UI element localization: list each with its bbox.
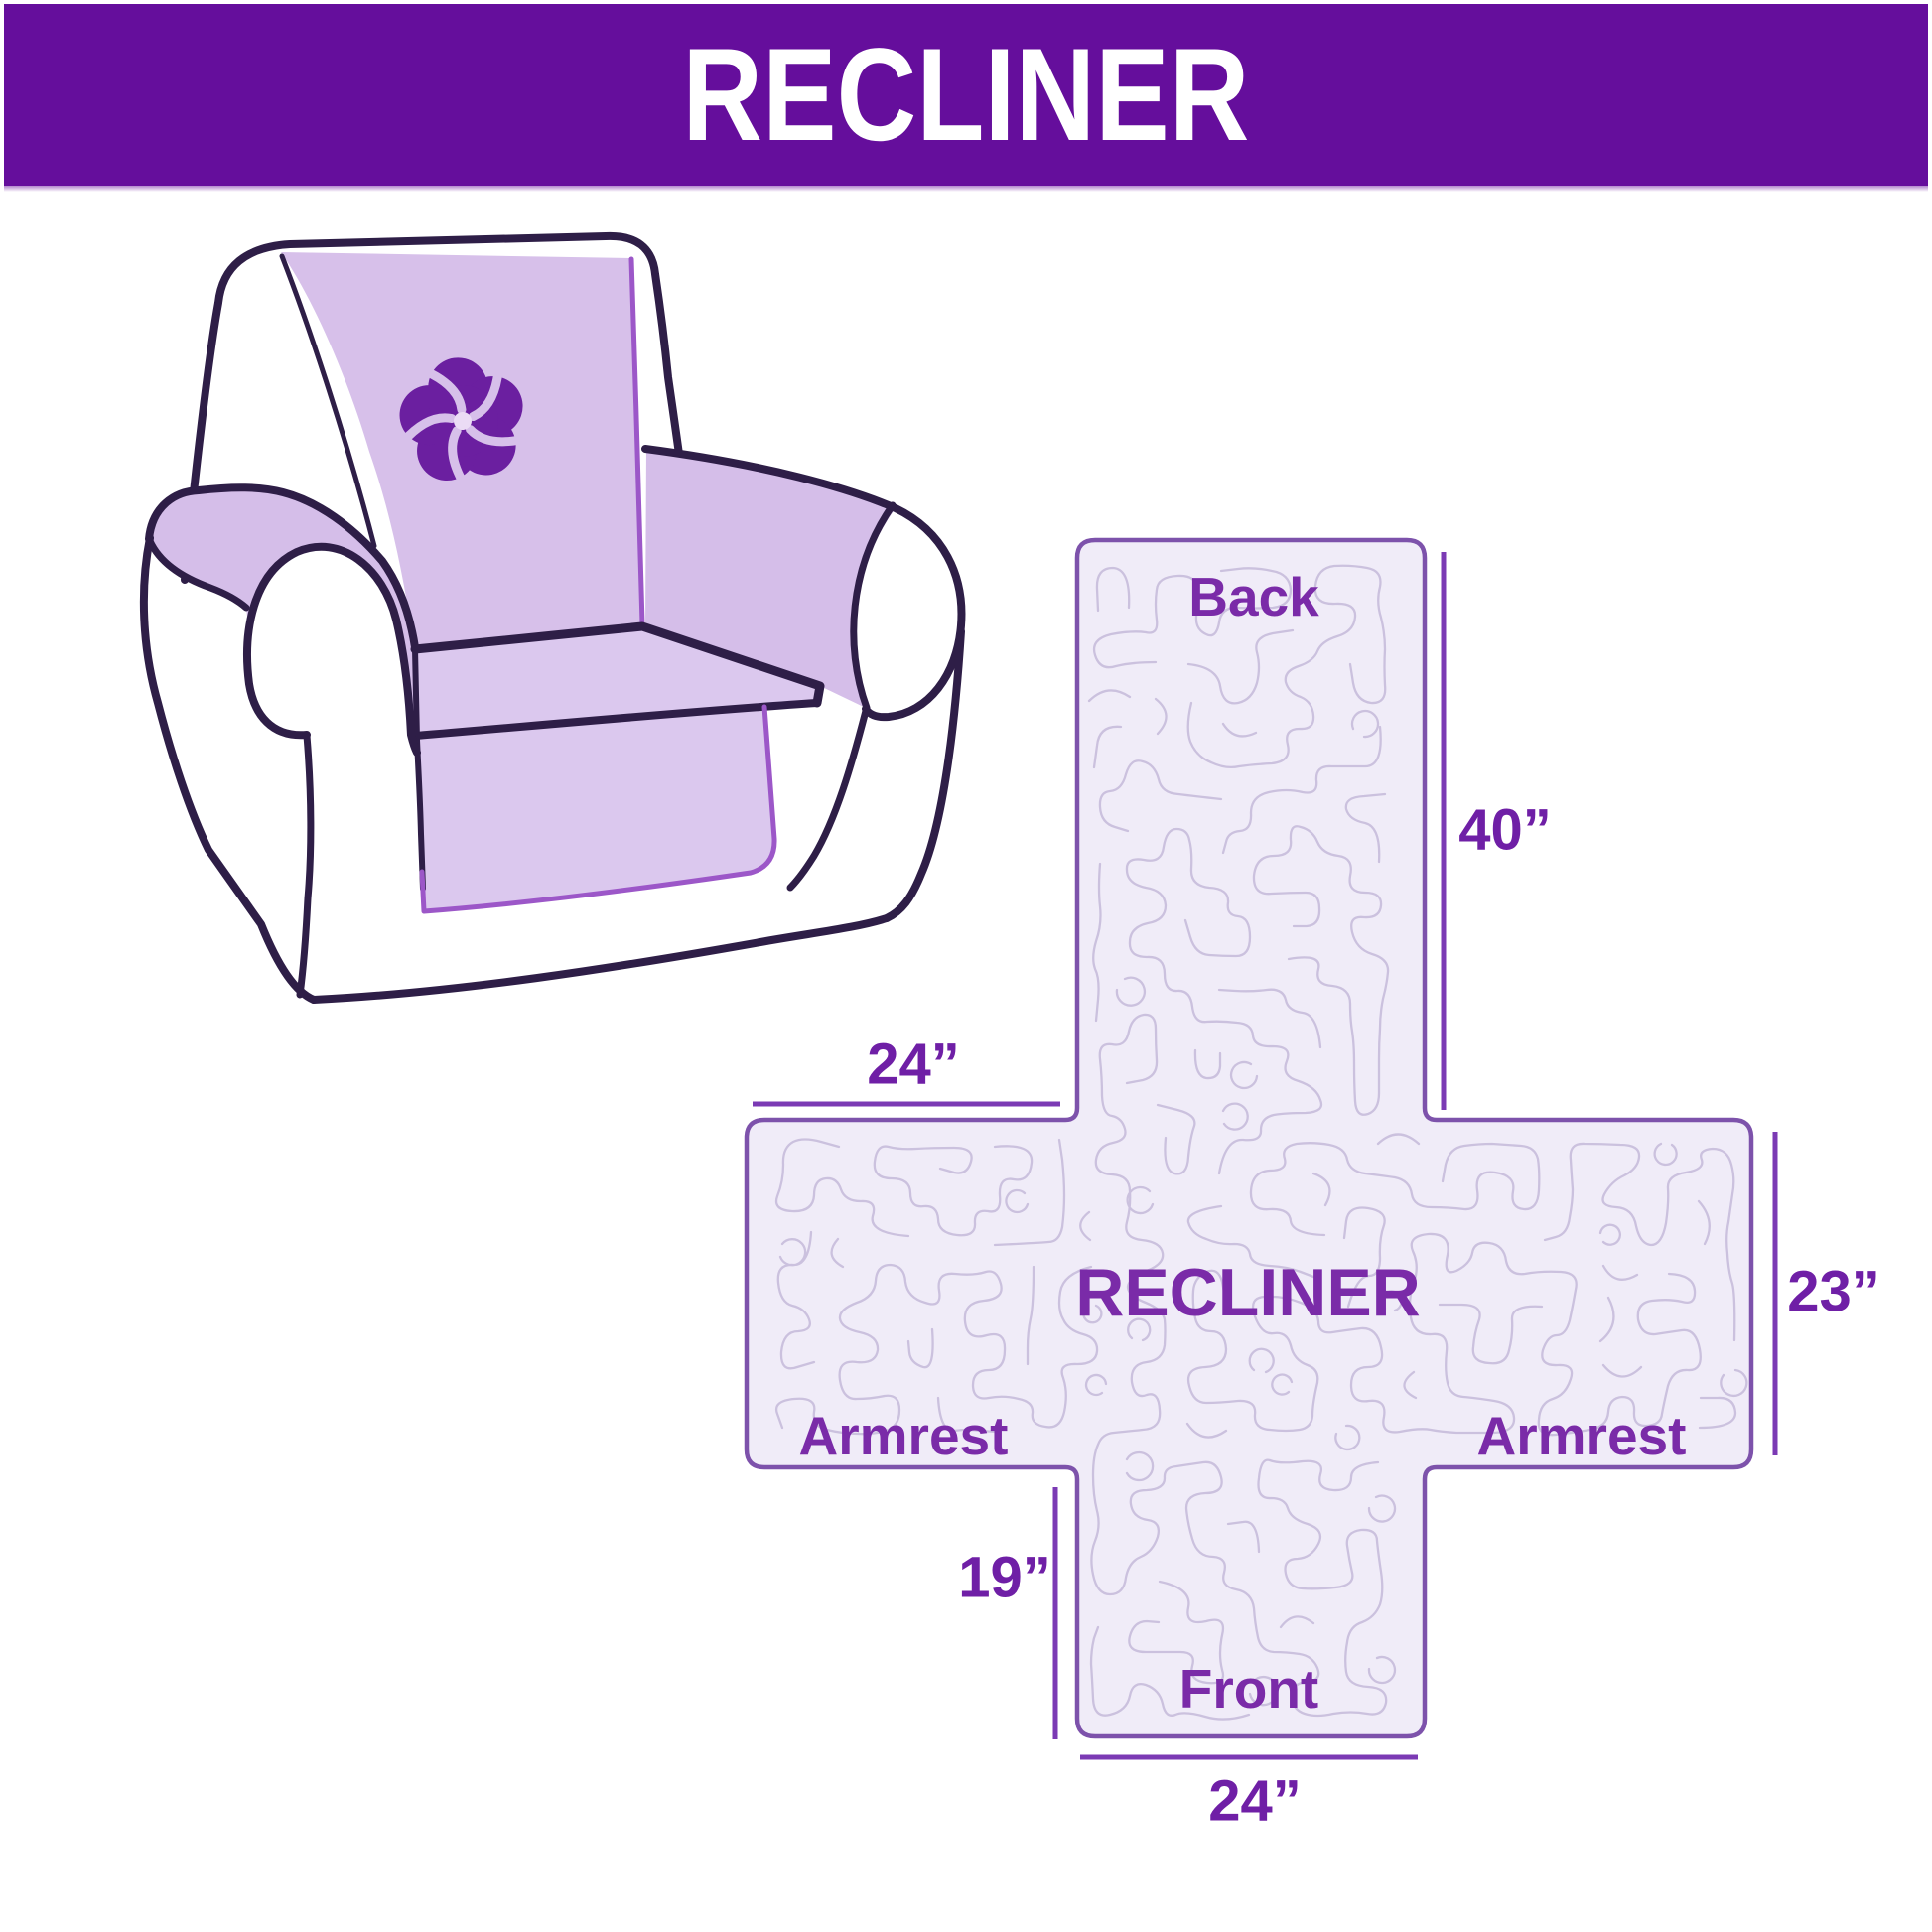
- seat-skirt-fill: [418, 706, 774, 911]
- right-arm-white-fill: [645, 447, 963, 920]
- back-outline: [181, 231, 705, 654]
- dim-front-height: 19”: [958, 1545, 1051, 1610]
- label-back: Back: [1188, 566, 1319, 627]
- cover-edge-line: [628, 256, 645, 626]
- left-scroll-fill: [246, 546, 411, 769]
- dim-front-width: 24”: [1208, 1768, 1302, 1834]
- dim-back-height: 40”: [1458, 797, 1552, 863]
- label-armrest-right: Armrest: [1476, 1405, 1687, 1466]
- left-roll-under-line: [146, 537, 250, 612]
- cover-crease-line: [279, 253, 377, 549]
- dim-side-height: 23”: [1787, 1259, 1880, 1324]
- left-outer-line: [139, 534, 318, 1004]
- title-banner: RECLINER: [4, 4, 1928, 192]
- armchair-illustration: [139, 231, 966, 1004]
- left-roll-top-line: [145, 483, 419, 651]
- left-column-line: [296, 732, 315, 999]
- pinwheel-center-dot: [454, 412, 472, 430]
- dim-armrest-width: 24”: [867, 1032, 960, 1097]
- cross-shape: [744, 537, 1754, 1739]
- label-armrest-left: Armrest: [798, 1405, 1009, 1466]
- cushion-back-line: [410, 621, 825, 708]
- skirt-outline: [419, 704, 777, 914]
- cover-cross-diagram: [744, 537, 1778, 1760]
- pinwheel-slits: [398, 364, 527, 488]
- right-roll-inner-line: [850, 501, 897, 712]
- quilt-pattern: [774, 564, 1748, 1721]
- label-front: Front: [1178, 1658, 1319, 1720]
- left-column-fill: [306, 736, 422, 933]
- page-title: RECLINER: [682, 21, 1250, 169]
- label-recliner: RECLINER: [1075, 1255, 1421, 1330]
- dimension-lines: [753, 552, 1778, 1760]
- pinwheel-logo: [398, 357, 527, 488]
- right-front-left-line: [786, 707, 870, 892]
- right-arm-top-line: [641, 445, 966, 722]
- right-front-right-line: [883, 627, 965, 922]
- bottom-line: [310, 914, 891, 1004]
- left-scroll-line: [243, 542, 421, 757]
